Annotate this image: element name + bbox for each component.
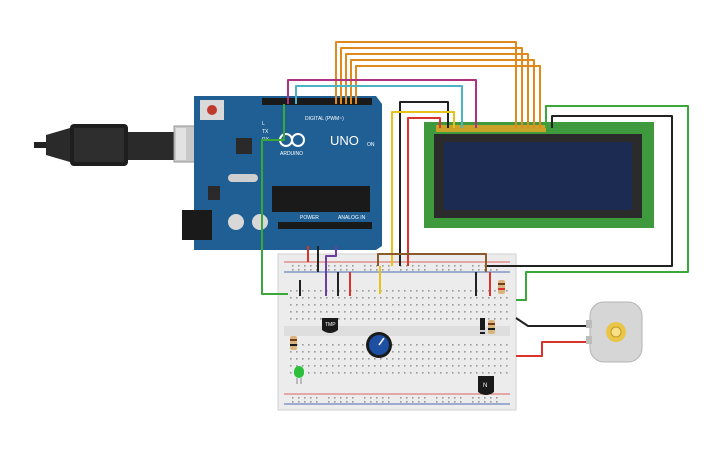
wire-black-motor <box>515 317 586 327</box>
on-label: ON <box>367 142 375 148</box>
led-icon <box>294 366 304 384</box>
transistor-label: N <box>483 383 487 389</box>
wire-red-motor <box>516 341 586 357</box>
wire-orange-1 <box>335 41 517 128</box>
transistor: N <box>478 376 494 395</box>
wire-yellow-lcd <box>391 111 455 266</box>
lcd-module <box>424 122 654 228</box>
wire-green-lcd <box>516 105 689 301</box>
power-label: POWER <box>300 215 319 221</box>
breadboard <box>277 253 517 411</box>
wire-cyan <box>295 85 463 128</box>
wire-orange-2 <box>340 47 523 128</box>
wire-black-lcd <box>399 101 449 266</box>
motor-icon[interactable] <box>586 301 643 363</box>
temp-sensor-label: TMP <box>325 322 336 328</box>
potentiometer-icon[interactable] <box>366 332 392 358</box>
analog-label: ANALOG IN <box>338 215 366 221</box>
resistor-icon <box>290 336 297 350</box>
wire-red-lcd <box>407 117 441 266</box>
diode <box>480 318 485 334</box>
wire-purple-a0 <box>325 246 337 296</box>
wire-orange-4 <box>350 59 535 128</box>
temp-sensor: TMP <box>322 318 338 333</box>
wires <box>261 41 689 357</box>
wire-magenta <box>287 79 477 128</box>
resistor-2 <box>498 280 505 294</box>
tx-label: TX <box>262 129 269 135</box>
digital-label: DIGITAL (PWM~) <box>305 116 344 122</box>
l-label: L <box>262 121 265 127</box>
resistor-3 <box>488 320 495 334</box>
wire-brown <box>377 253 487 272</box>
arduino-brand-label: ARDUINO <box>280 151 303 157</box>
wire-green-board <box>261 104 288 295</box>
wire-black-backlight <box>486 115 673 267</box>
uno-label: UNO <box>330 133 359 148</box>
arduino-board: UNO ARDUINO DIGITAL (PWM~) POWER ANALOG … <box>182 96 382 250</box>
usb-cable-icon <box>34 124 213 166</box>
